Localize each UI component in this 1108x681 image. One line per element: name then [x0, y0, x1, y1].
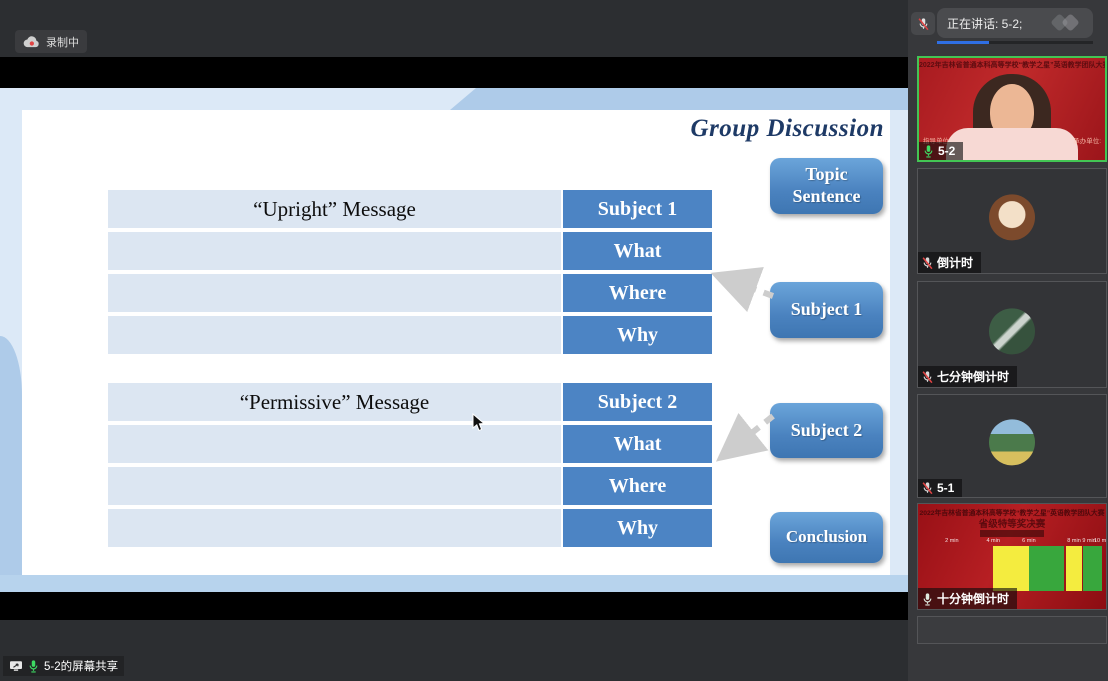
speaker-volume-level	[937, 41, 989, 44]
video-tile-5-1[interactable]: 5-1	[917, 394, 1107, 498]
table1-title: “Upright” Message	[108, 190, 561, 228]
tile-banner-text: 2022年吉林省普通本科高等学校“教学之星”英语教学团队大赛	[919, 62, 1107, 69]
participants-sidebar: 正在讲话: 5-2; 2022年吉林省普通本科高等学校“教学之星”英语教学团队大…	[908, 0, 1108, 681]
active-speaker-label: 正在讲话: 5-2;	[947, 16, 1023, 31]
sidebar-mic-chip[interactable]	[911, 12, 935, 35]
table2-row-what: What	[108, 425, 712, 463]
table1-row-what: What	[108, 232, 712, 270]
mic-muted-icon	[922, 370, 933, 383]
screen-share-stage: 录制中 Group Discussion Topic Sentence “Upr…	[0, 30, 908, 676]
monitor-share-icon	[10, 661, 22, 671]
avatar	[989, 194, 1035, 241]
letterbox-top	[0, 57, 908, 88]
table1-row-where: Where	[108, 274, 712, 312]
mic-muted-icon	[922, 482, 933, 495]
participant-name-tag: 十分钟倒计时	[918, 588, 1018, 609]
participant-name-tag: 倒计时	[918, 252, 982, 273]
timer-banner-line2: 省级特等奖决赛	[978, 519, 1046, 530]
participant-name-tag: 七分钟倒计时	[918, 366, 1018, 387]
slide-decor-curve	[0, 336, 22, 592]
table2-row-header: “Permissive” Message Subject 2	[108, 383, 712, 421]
topic-sentence-box: Topic Sentence	[770, 158, 883, 214]
table1-row-why: Why	[108, 316, 712, 354]
screen-share-label: 5-2的屏幕共享	[44, 661, 119, 673]
timer-segment-yellow	[1065, 546, 1083, 591]
video-tile-partial[interactable]	[917, 616, 1107, 644]
table1-row-header: “Upright” Message Subject 1	[108, 190, 712, 228]
banner-corner-left: 指导单位:	[923, 135, 951, 145]
timer-segment-yellow	[993, 546, 1029, 591]
slide-decor-band	[450, 88, 908, 110]
participant-name-tag: 5-1	[918, 479, 963, 497]
recording-badge[interactable]: 录制中	[15, 30, 87, 53]
table1-header: Subject 1	[563, 190, 712, 228]
timer-banner-line1: 2022年吉林省普通本科高等学校“教学之星”英语教学团队大赛	[919, 510, 1105, 517]
speaker-volume-track	[937, 41, 1093, 44]
timer-segment-green	[1028, 546, 1064, 591]
table2-title: “Permissive” Message	[108, 383, 561, 421]
active-speaker-bar: 正在讲话: 5-2;	[937, 8, 1093, 38]
banner-corner-right: 承办单位:	[1073, 138, 1101, 145]
screen-share-badge: 5-2的屏幕共享	[3, 656, 125, 676]
speaker-torso	[946, 128, 1078, 160]
table2-header: Subject 2	[563, 383, 712, 421]
shared-slide: Group Discussion Topic Sentence “Upright…	[0, 88, 908, 592]
video-tile-shifenzhong[interactable]: 2022年吉林省普通本科高等学校“教学之星”英语教学团队大赛 省级特等奖决赛 2…	[917, 503, 1107, 610]
avatar	[989, 307, 1035, 354]
mic-on-icon	[923, 592, 932, 606]
mic-on-icon	[29, 660, 38, 673]
subject1-box: Subject 1	[770, 282, 883, 338]
mic-on-icon	[924, 145, 933, 158]
subject2-box: Subject 2	[770, 403, 883, 458]
video-tile-5-2[interactable]: 2022年吉林省普通本科高等学校“教学之星”英语教学团队大赛 指导单位: 承办单…	[917, 56, 1107, 162]
video-tile-daojishi[interactable]: 倒计时	[917, 168, 1107, 274]
cloud-recording-icon	[23, 35, 39, 47]
participant-name-tag: 5-2	[919, 142, 964, 160]
slide-content-panel: Group Discussion Topic Sentence “Upright…	[22, 110, 890, 575]
mic-muted-icon	[922, 256, 933, 269]
video-tile-qifenzhong[interactable]: 七分钟倒计时	[917, 281, 1107, 388]
timer-subtitle-badge	[980, 530, 1044, 537]
conclusion-box: Conclusion	[770, 512, 883, 563]
table2-row-where: Where	[108, 467, 712, 505]
timer-segment-green	[1082, 546, 1103, 591]
letterbox-bottom	[0, 592, 908, 620]
table2-row-why: Why	[108, 509, 712, 547]
meeting-logo-icon	[1050, 13, 1087, 33]
recording-label: 录制中	[46, 36, 79, 49]
avatar	[989, 419, 1035, 466]
mic-muted-icon	[918, 17, 928, 30]
slide-title: Group Discussion	[690, 115, 884, 142]
slide-decor-bottom-strip	[0, 575, 908, 592]
